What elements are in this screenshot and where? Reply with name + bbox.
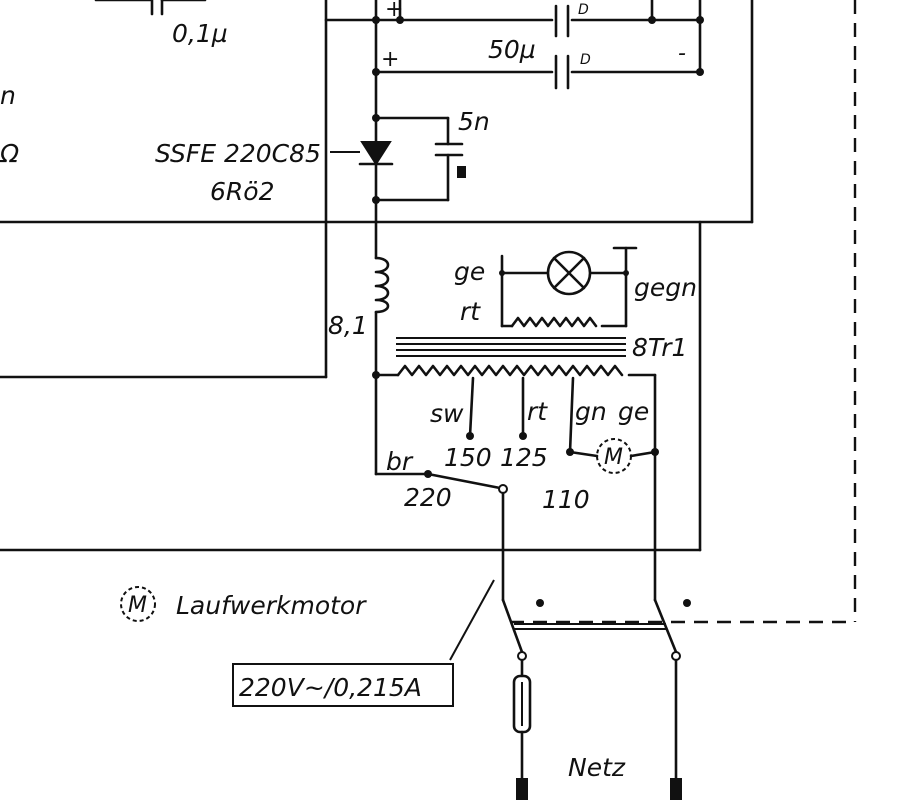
capacitor-0-1u-label: 0,1µ	[172, 19, 228, 48]
capacitor-50u-label: 50µ	[488, 35, 536, 64]
rating-label: 220V~/0,215A	[239, 673, 422, 702]
cap-plus-2: +	[381, 47, 399, 72]
capacitor-5n-label: 5n	[458, 107, 490, 136]
tap-rt-label: rt	[527, 397, 548, 426]
capacitor-0-1u	[94, 0, 207, 16]
tap-150-label: 150	[444, 443, 492, 472]
mains-switch	[501, 598, 691, 661]
rectifier-diode	[330, 141, 394, 166]
tap-ge-label: ge	[618, 397, 649, 426]
rating-box	[232, 663, 454, 707]
lamp-wire-ge-label: ge	[454, 257, 485, 286]
voltage-selector-switch	[374, 470, 508, 602]
transformer-core	[396, 337, 626, 357]
motor-legend-symbol: M	[128, 593, 147, 618]
dashed-shield-outline	[510, 0, 857, 624]
primary-winding	[372, 364, 659, 602]
motor-symbol-label: M	[604, 445, 623, 470]
capacitor-5n	[372, 114, 466, 204]
mains-fuse	[512, 658, 532, 798]
rectifier-id-label: 6Rö2	[210, 177, 274, 206]
cap-1-marker: D	[578, 2, 589, 18]
choke-id-label: 8,1	[328, 311, 368, 340]
tap-sw-label: sw	[430, 399, 464, 428]
cap-minus-1: -	[678, 41, 686, 66]
transformer-id-label: 8Tr1	[632, 333, 687, 362]
tap-br-label: br	[386, 447, 414, 476]
choke-coil	[374, 198, 390, 476]
lamp-icon	[546, 250, 592, 296]
tap-125-label: 125	[500, 443, 548, 472]
rating-leader-line	[449, 579, 495, 661]
tap-110-label: 110	[542, 485, 590, 514]
lamp-wire-rt-label: rt	[460, 297, 481, 326]
tap-220-label: 220	[404, 483, 452, 512]
motor-legend-icon: M	[120, 586, 156, 622]
rectifier-type-label: SSFE 220C85	[155, 139, 321, 168]
pilot-lamp-circuit	[499, 246, 638, 328]
cap-plus-1: +	[385, 0, 403, 22]
mains-label: Netz	[568, 753, 626, 782]
motor-legend-label: Laufwerkmotor	[176, 591, 367, 620]
cap-2-marker: D	[580, 52, 591, 68]
edge-label-ohm: Ω	[0, 139, 19, 168]
tap-gn-label: gn	[575, 397, 607, 426]
motor-icon: M	[568, 438, 657, 474]
lamp-wire-gegn-label: gegn	[634, 273, 697, 302]
edge-label-n: n	[0, 81, 16, 110]
mains-plug-pins	[516, 778, 682, 800]
electrolytic-capacitor-bank: D D	[324, 0, 704, 202]
